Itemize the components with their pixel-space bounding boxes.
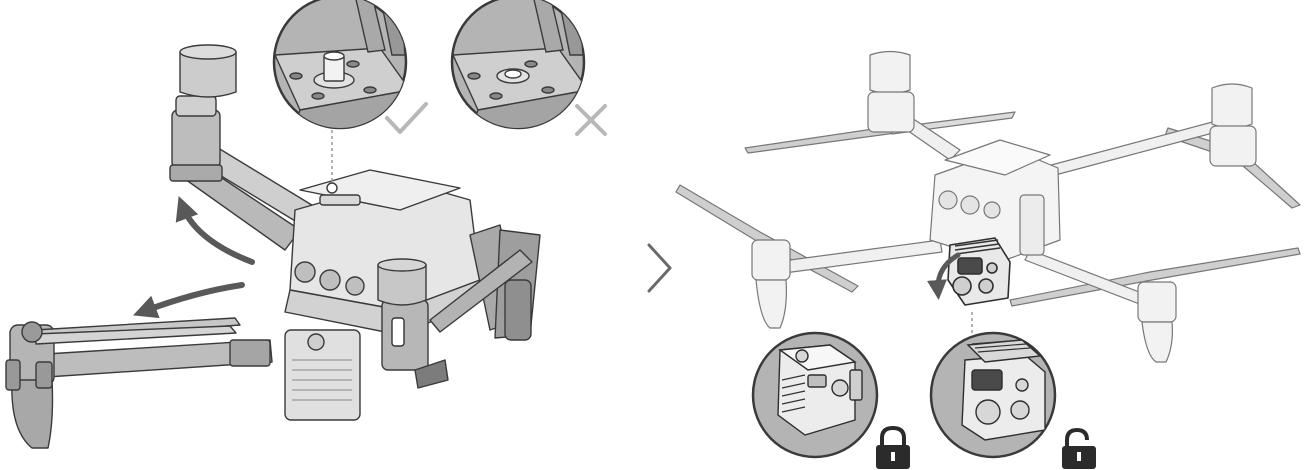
front-arm-unfold-arrow [175, 196, 255, 265]
front-propeller-unfold-arrow [133, 282, 245, 319]
rear-left-arm [169, 44, 321, 251]
step-remove-gimbal [675, 50, 1301, 363]
gimbal-rotate-arrow [927, 252, 961, 300]
inset-gimbal-unlocked [929, 331, 1057, 459]
inset-arm-pin-correct [272, 0, 408, 130]
gimbal-camera [947, 237, 1011, 306]
unfold-arrows [133, 196, 255, 319]
inset-arm-pin-incorrect [450, 0, 586, 130]
step-unfold-arms [5, 44, 541, 449]
right-folded-arms [377, 224, 541, 389]
lock-closed-icon [876, 425, 910, 469]
chevron-right-icon [647, 243, 672, 293]
front-left-arm [5, 317, 273, 449]
propeller-front-right [1009, 247, 1301, 307]
cross-icon [575, 104, 607, 136]
check-icon [385, 102, 428, 134]
inset-gimbal-locked [751, 331, 879, 459]
lock-open-icon [1062, 427, 1096, 469]
